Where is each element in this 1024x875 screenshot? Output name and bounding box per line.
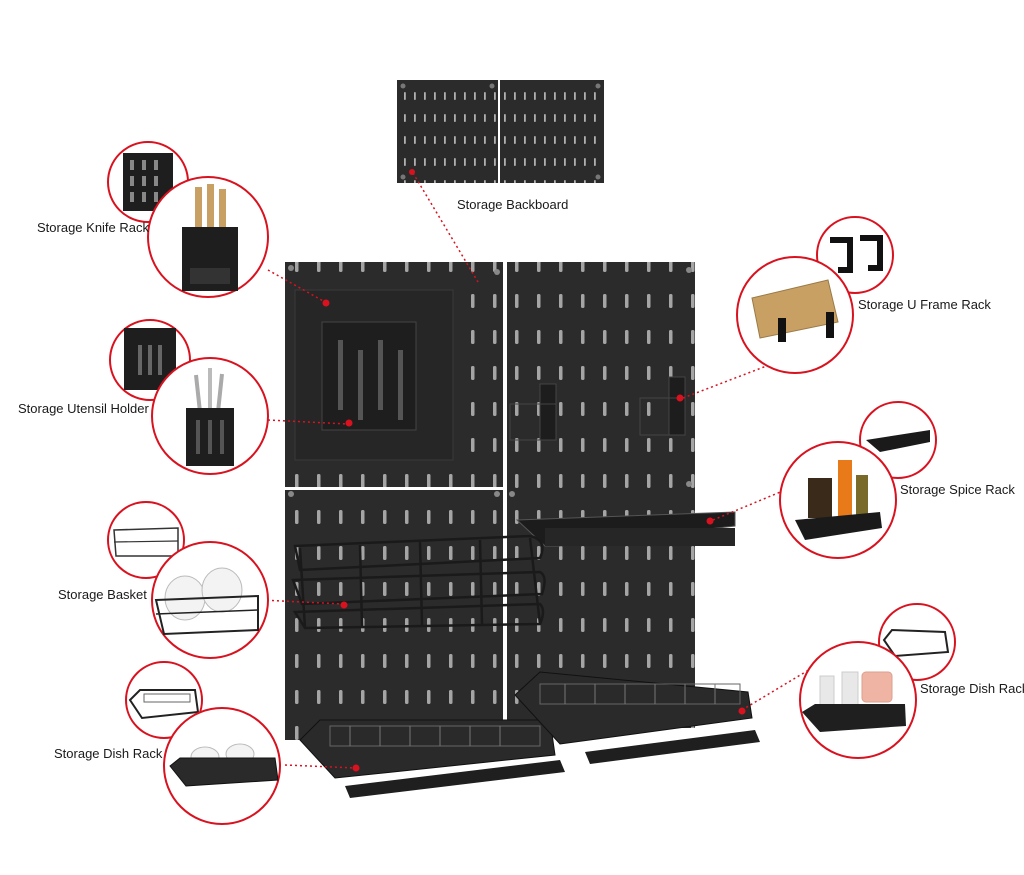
label-dish-rack-left: Storage Dish Rack bbox=[54, 746, 163, 761]
dish-rack-left-small-callout bbox=[125, 661, 203, 739]
u-frame-hooks-on-board bbox=[509, 376, 686, 441]
dish-rack-right-on-board bbox=[514, 671, 760, 764]
label-utensil-holder: Storage Utensil Holder bbox=[18, 401, 149, 416]
knife-rack-large-callout bbox=[147, 176, 269, 298]
label-dish-rack-right: Storage Dish Rack bbox=[920, 681, 1024, 696]
utensil-holder-large-callout bbox=[151, 357, 269, 475]
basket-large-callout bbox=[151, 541, 269, 659]
label-knife-rack: Storage Knife Rack bbox=[37, 220, 150, 235]
spice-rack-large-callout bbox=[779, 441, 897, 559]
spice-shelf-on-board bbox=[515, 511, 736, 547]
dish-rack-left-on-board bbox=[299, 719, 565, 798]
label-spice-rack: Storage Spice Rack bbox=[900, 482, 1015, 497]
utensil-holder-small-callout bbox=[109, 319, 191, 401]
basket-small-callout bbox=[107, 501, 185, 579]
label-backboard: Storage Backboard bbox=[457, 197, 569, 212]
dish-rack-left-large-callout bbox=[163, 707, 281, 825]
label-u-frame-rack: Storage U Frame Rack bbox=[858, 297, 991, 312]
u-frame-large-callout bbox=[736, 256, 854, 374]
label-basket: Storage Basket bbox=[58, 587, 147, 602]
basket-on-board bbox=[291, 534, 546, 630]
knife-rack-on-board bbox=[294, 289, 454, 461]
backboard-thumbnail bbox=[397, 80, 604, 183]
dish-rack-right-large-callout bbox=[799, 641, 917, 759]
